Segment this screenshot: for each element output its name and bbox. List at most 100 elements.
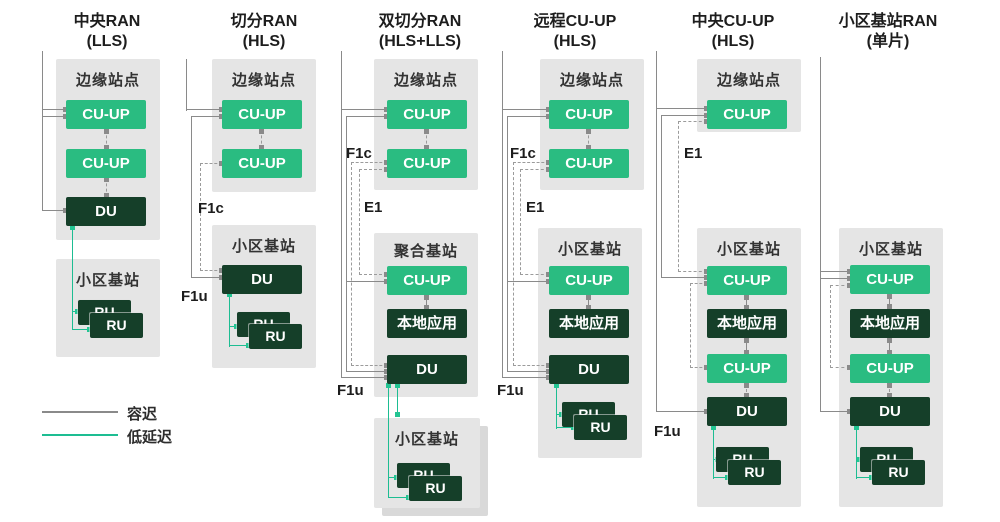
box-du: DU [850,397,930,426]
link-line [423,295,429,310]
link-line-dashed [678,118,709,124]
iface-label-e1: E1 [526,199,545,216]
box-local-app: 本地应用 [707,309,787,338]
link-line [191,274,224,280]
box-cu-up: CU-UP [387,149,467,178]
link-line [820,268,852,274]
box-cu-up: CU-UP [707,266,787,295]
box-cu-up: CU-UP [707,100,787,129]
box-ru: RU [90,313,143,338]
link-line-dashed [690,280,709,286]
link-line [507,117,508,372]
lowlat-link-line [72,308,80,314]
link-line [656,105,709,111]
box-cu-up: CU-UP [66,100,146,129]
link-line-dashed [520,169,521,275]
legend-line-delay-tolerant [42,411,118,413]
link-line [820,275,852,281]
lowlat-link-line [710,425,716,479]
link-line [346,117,347,372]
box-cu-up: CU-UP [850,265,930,294]
lowlat-link-line [72,326,92,332]
link-line [341,51,342,378]
link-line-dashed [678,268,709,274]
box-ru: RU [728,460,781,485]
iface-label-e1: E1 [684,145,703,162]
panel-label: 聚合基站 [393,243,458,260]
box-du: DU [66,197,146,226]
lowlat-link-line [69,225,75,330]
legend-label-low-latency: 低延迟 [127,429,173,446]
link-line [585,295,591,310]
link-line [42,106,68,112]
link-line-dashed [351,159,389,165]
box-local-app: 本地应用 [387,309,467,338]
iface-label-e1: E1 [364,199,383,216]
link-line [346,113,389,119]
lowlat-link-line [856,456,862,462]
link-line [502,106,551,112]
legend-label-delay-tolerant: 容迟 [127,406,158,423]
panel-label: 小区基站 [557,241,622,258]
panel-label: 边缘站点 [559,72,624,89]
lowlat-link-line [388,474,399,480]
box-cu-up: CU-UP [222,100,302,129]
iface-label-f1c: F1c [346,145,372,162]
column-title-dual-split-ran: 双切分RAN (HLS+LLS) [378,13,462,50]
lowlat-link-line [553,383,559,429]
link-line-dashed [830,282,852,288]
box-local-app: 本地应用 [850,309,930,338]
link-line [820,408,852,414]
iface-label-f1u: F1u [337,382,364,399]
link-line [661,112,709,118]
link-line-dashed [520,166,551,172]
link-line [502,51,503,378]
lowlat-link-line [394,383,400,417]
box-ru: RU [249,324,302,349]
link-line [346,368,389,374]
box-cu-up: CU-UP [549,149,629,178]
panel-label: 边缘站点 [231,72,296,89]
iface-label-f1c: F1c [510,145,536,162]
box-cu-up: CU-UP [387,100,467,129]
lowlat-link-line [856,474,874,480]
column-title-remote-cuup: 远程CU-UP (HLS) [533,13,617,50]
panel-label: 小区基站 [858,241,923,258]
box-du: DU [222,265,302,294]
box-local-app: 本地应用 [549,309,629,338]
box-ru: RU [574,415,627,440]
link-line-dashed [351,162,352,366]
lowlat-link-line [713,474,730,480]
column-title-cellsite-ran: 小区基站RAN (单片) [838,13,938,50]
lowlat-link-line [853,425,859,479]
link-line [656,51,657,412]
link-line-dashed [690,364,709,370]
link-line-dashed [359,169,360,275]
iface-label-f1u: F1u [654,423,681,440]
panel-label: 小区基站 [394,431,459,448]
lowlat-link-line [226,292,232,347]
link-line-dashed [830,364,852,370]
link-line-dashed [886,383,892,398]
box-cu-up: CU-UP [549,266,629,295]
link-line [507,278,551,284]
link-line [661,116,662,278]
box-cu-up: CU-UP [850,354,930,383]
lowlat-link-line [556,424,576,430]
link-line [191,113,224,119]
link-line-dashed [103,129,109,150]
iface-label-f1c: F1c [198,200,224,217]
link-line-dashed [513,362,551,368]
panel-label: 小区基站 [231,238,296,255]
link-line [507,368,551,374]
box-ru: RU [409,476,462,501]
panel-label: 边缘站点 [393,72,458,89]
iface-label-f1u: F1u [181,288,208,305]
box-cu-up: CU-UP [707,354,787,383]
box-du: DU [549,355,629,384]
box-cu-up: CU-UP [222,149,302,178]
box-cu-up: CU-UP [549,100,629,129]
box-cu-up: CU-UP [66,149,146,178]
link-line-dashed [678,121,679,272]
